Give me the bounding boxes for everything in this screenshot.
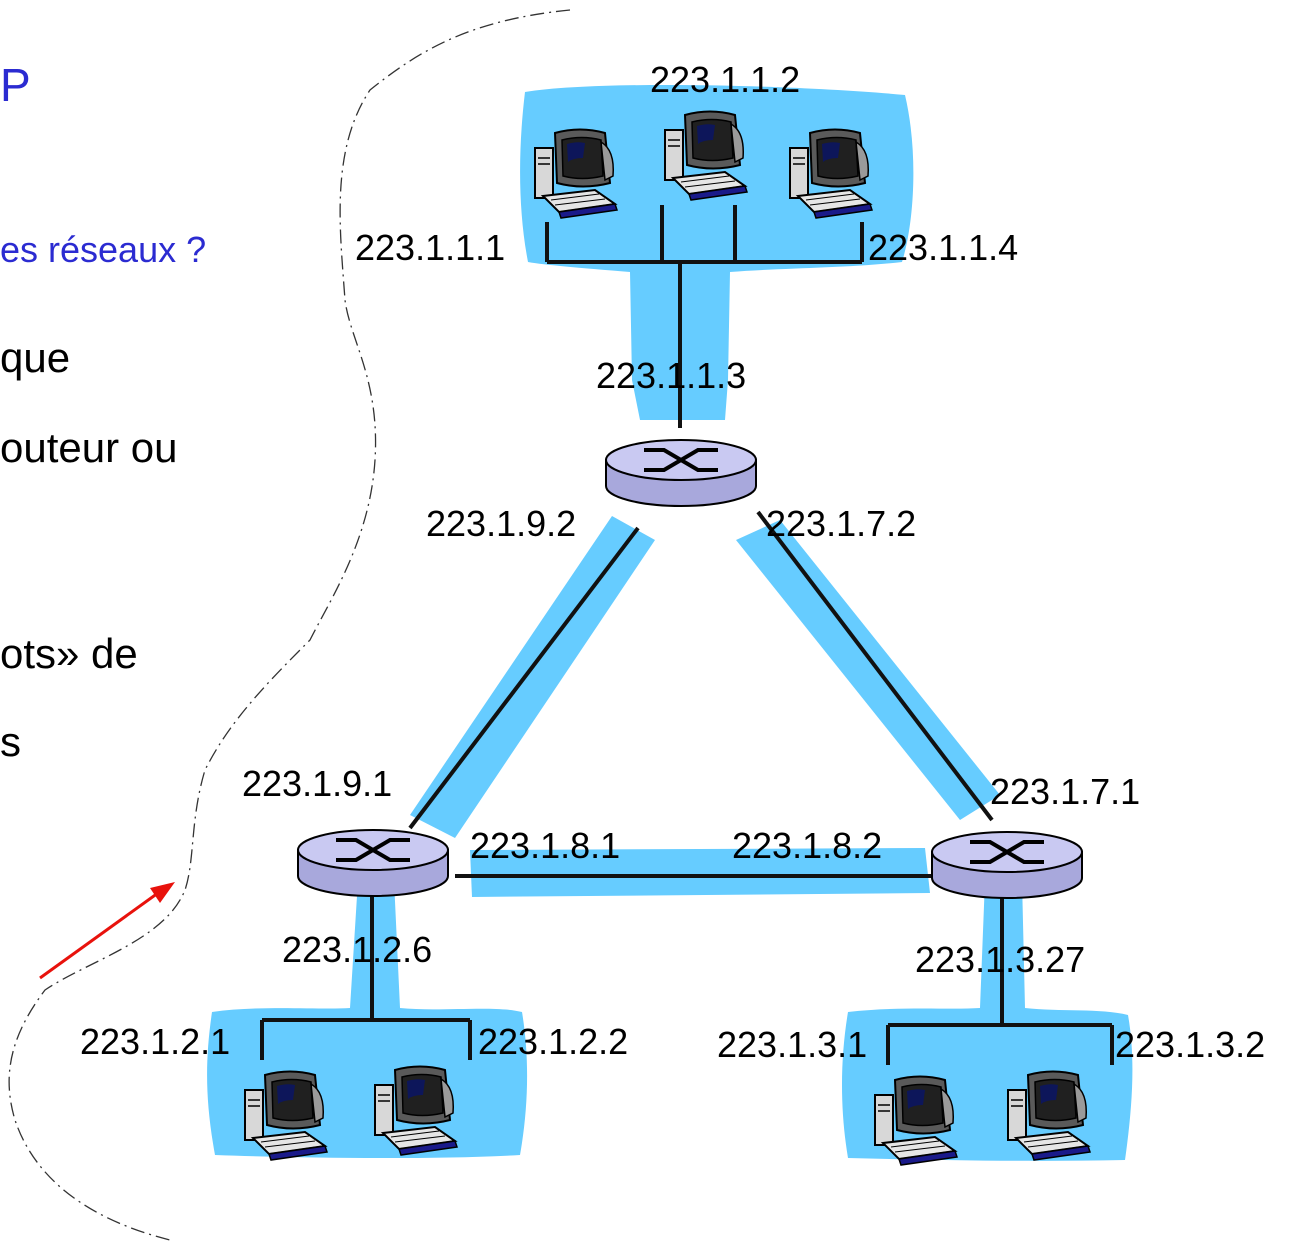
ip-label: 223.1.7.1 — [990, 771, 1141, 812]
ip-label: 223.1.1.2 — [650, 59, 801, 100]
pointer-arrow-line — [39, 891, 159, 980]
ip-label: 223.1.3.27 — [915, 939, 1086, 980]
ip-label: 223.1.2.2 — [478, 1021, 629, 1062]
ip-label: 223.1.9.1 — [242, 763, 393, 804]
body-line-s: s — [0, 718, 21, 765]
router-icon — [604, 438, 758, 508]
question-fragment: es réseaux ? — [0, 229, 207, 270]
subnet-boundary-curve — [8, 9, 571, 1241]
body-line-que: que — [0, 334, 71, 381]
ip-label: 223.1.1.4 — [868, 227, 1019, 268]
ip-label: 223.1.3.2 — [1115, 1024, 1266, 1065]
ip-label: 223.1.9.2 — [426, 503, 577, 544]
ip-label: 223.1.2.6 — [282, 929, 433, 970]
body-line-outeur: outeur ou — [0, 424, 178, 471]
ip-label: 223.1.1.3 — [596, 355, 747, 396]
arrow-head-icon — [150, 882, 175, 903]
router-icon — [930, 830, 1084, 900]
heading-fragment: P — [0, 59, 31, 111]
body-line-ots: ots» de — [0, 630, 138, 677]
network-links — [260, 205, 1114, 1065]
router-icon — [296, 828, 450, 898]
ip-label: 223.1.3.1 — [717, 1024, 868, 1065]
ip-label: 223.1.8.1 — [470, 825, 621, 866]
ip-label: 223.1.8.2 — [732, 825, 883, 866]
ip-label: 223.1.2.1 — [80, 1021, 231, 1062]
ip-label: 223.1.1.1 — [355, 227, 506, 268]
ip-label: 223.1.7.2 — [766, 503, 917, 544]
